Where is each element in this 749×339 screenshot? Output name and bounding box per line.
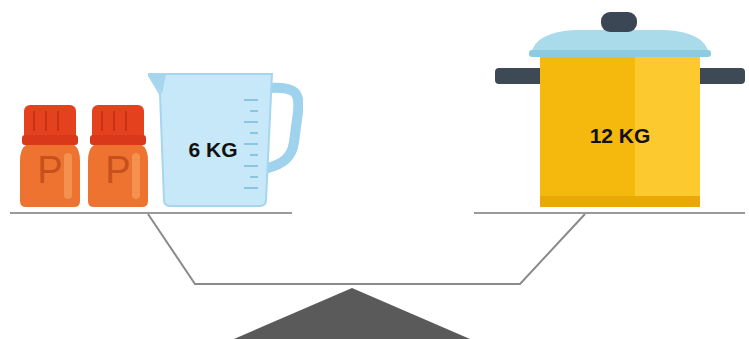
- pot-base: [540, 196, 700, 207]
- shaker-cap-rim: [90, 135, 146, 145]
- cap-ridge: [125, 111, 127, 131]
- shaker-cap-rim: [22, 135, 78, 145]
- measuring-jug: 6 KG: [148, 72, 303, 207]
- jug-spout: [148, 74, 166, 94]
- weight-label: 12 KG: [540, 124, 700, 148]
- jug-tick: [244, 143, 258, 145]
- cap-ridge: [101, 111, 103, 131]
- left-pan: [10, 212, 292, 214]
- pot-knob: [601, 12, 637, 32]
- jug-tick: [244, 187, 258, 189]
- shaker-letter: P: [88, 149, 148, 192]
- shaker-body: [20, 145, 80, 207]
- cap-ridge: [57, 111, 59, 131]
- balance-beam: [148, 214, 585, 284]
- shaker-body: [88, 145, 148, 207]
- right-pan: [474, 212, 745, 214]
- shaker-letter: P: [20, 149, 80, 192]
- jug-tick: [244, 165, 258, 167]
- shaker-highlight: [132, 153, 140, 199]
- pot-graphic: [495, 12, 745, 207]
- cooking-pot: 12 KG: [495, 10, 745, 207]
- cooking-pot-outline: [495, 10, 745, 207]
- shaker-highlight: [64, 153, 72, 199]
- pot-handle: [695, 68, 745, 84]
- jug-tick: [250, 110, 258, 112]
- shaker-graphic: [20, 105, 80, 207]
- fulcrum: [234, 288, 470, 339]
- shaker-graphic: [88, 105, 148, 207]
- weight-label: 6 KG: [148, 138, 278, 162]
- jug-tick: [244, 99, 258, 101]
- jug-tick: [250, 154, 258, 156]
- jug-tick: [244, 121, 258, 123]
- cap-ridge: [45, 111, 47, 131]
- pot-body: [540, 50, 700, 207]
- pepper-shaker: P: [20, 105, 80, 207]
- jug-tick: [250, 132, 258, 134]
- pepper-shaker: P: [88, 105, 148, 207]
- jug-tick: [250, 176, 258, 178]
- jug-graphic: [148, 74, 298, 206]
- cap-ridge: [113, 111, 115, 131]
- pot-lid-rim: [529, 50, 711, 57]
- cap-ridge: [33, 111, 35, 131]
- pot-handle: [495, 68, 545, 84]
